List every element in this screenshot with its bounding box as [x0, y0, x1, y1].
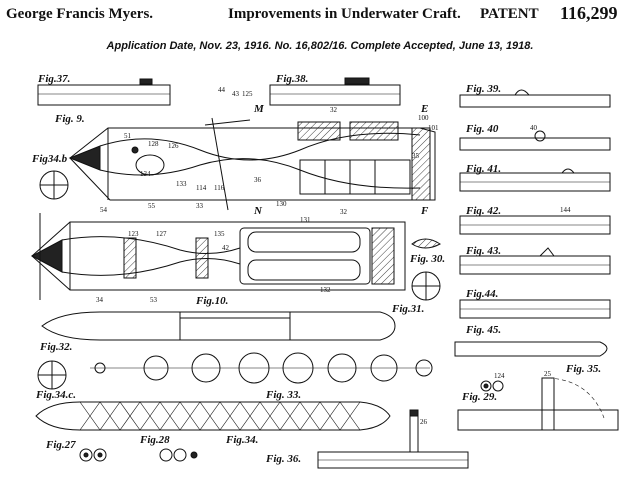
- fig41-label: Fig. 41.: [465, 163, 501, 175]
- fig28-drawing: [159, 448, 198, 462]
- ref-numeral: 34: [96, 296, 104, 304]
- ref-numeral: 114: [196, 184, 207, 192]
- fig36-drawing: [317, 409, 469, 469]
- ref-numeral: 135: [214, 230, 225, 238]
- fig30-drawing: [411, 238, 441, 249]
- fig44-drawing: [459, 299, 611, 319]
- patent-number: 116,299: [560, 3, 618, 23]
- fig31-drawing: [411, 271, 441, 301]
- fig40-label: Fig. 40: [465, 123, 499, 135]
- section-letter-m: M: [253, 103, 265, 115]
- section-letter-f: F: [420, 205, 429, 217]
- fig29-drawing: [480, 380, 504, 392]
- ref-numeral: 44: [218, 86, 226, 94]
- ref-numeral: 128: [148, 140, 159, 148]
- ref-numeral: 100: [418, 114, 429, 122]
- ref-numeral: 33: [196, 202, 204, 210]
- fig40-drawing: [459, 130, 611, 151]
- inventor-name: George Francis Myers.: [6, 6, 154, 22]
- fig45-drawing: [454, 341, 608, 357]
- ref-numeral: 116: [214, 184, 225, 192]
- ref-numeral: 131: [300, 216, 311, 224]
- ref-numeral: 25: [544, 370, 552, 378]
- fig42-label: Fig. 42.: [465, 205, 501, 217]
- fig45-label: Fig. 45.: [465, 324, 501, 336]
- fig37-label: Fig.37.: [37, 73, 70, 85]
- fig33-drawing: [90, 352, 433, 384]
- fig39-label: Fig. 39.: [465, 83, 501, 95]
- fig38-drawing: [269, 77, 401, 106]
- fig9-drawing: [68, 117, 436, 211]
- ref-numeral: 36: [254, 176, 262, 184]
- ref-numeral: 101: [428, 124, 439, 132]
- fig36-label: Fig. 36.: [265, 453, 301, 465]
- fig34c-drawing: [35, 401, 391, 431]
- fig10-label: Fig.10.: [195, 295, 228, 307]
- fig34b-drawing: [39, 170, 69, 200]
- ref-numeral: 130: [276, 200, 287, 208]
- ref-numeral: 32: [340, 208, 348, 216]
- ref-numeral: 43: [232, 90, 240, 98]
- fig37-drawing: [37, 78, 171, 106]
- fig43-drawing: [459, 247, 611, 275]
- fig34b-label: Fig34.b: [31, 153, 68, 165]
- ref-numeral: 132: [320, 286, 331, 294]
- fig27-label: Fig.27: [45, 439, 76, 451]
- ref-numeral: 51: [124, 132, 132, 140]
- fig29-label: Fig. 29.: [461, 391, 497, 403]
- fig42-drawing: [459, 215, 611, 235]
- plan-view-drawing: [30, 213, 406, 300]
- fig43-label: Fig. 43.: [465, 245, 501, 257]
- ref-numeral: 127: [156, 230, 167, 238]
- section-letter-n: N: [253, 205, 263, 217]
- ref-numeral: 40: [530, 124, 538, 132]
- fig32-drawing: [37, 360, 67, 390]
- fig28-label: Fig.28: [139, 434, 170, 446]
- fig30-label: Fig. 30.: [409, 253, 445, 265]
- ref-numeral: 144: [560, 206, 571, 214]
- fig9-label: Fig. 9.: [54, 113, 85, 125]
- ref-numeral: 53: [150, 296, 158, 304]
- fig27-drawing: [79, 448, 107, 462]
- ref-numeral: 123: [128, 230, 139, 238]
- patent-label: PATENT: [480, 6, 539, 22]
- ref-numeral: 126: [168, 142, 179, 150]
- fig32-label: Fig.32.: [39, 341, 72, 353]
- fig38-label: Fig.38.: [275, 73, 308, 85]
- ref-numeral: 133: [176, 180, 187, 188]
- fig44-label: Fig.44.: [465, 288, 498, 300]
- fig34-label: Fig.34.: [225, 434, 258, 446]
- fig41-drawing: [459, 168, 611, 192]
- ref-numeral: 26: [420, 418, 428, 426]
- application-info: Application Date, Nov. 23, 1916. No. 16,…: [106, 40, 534, 52]
- section-letter-e: E: [420, 103, 428, 115]
- fig10-drawing: [41, 311, 396, 341]
- ref-numeral: 54: [100, 206, 108, 214]
- fig33-label: Fig. 33.: [265, 389, 301, 401]
- ref-numeral: 125: [242, 90, 253, 98]
- fig34c-label: Fig.34.c.: [35, 389, 76, 401]
- fig31-label: Fig.31.: [391, 303, 424, 315]
- patent-title: Improvements in Underwater Craft.: [228, 6, 461, 22]
- fig35-drawing: [457, 377, 619, 431]
- fig39-drawing: [459, 89, 611, 108]
- ref-numeral: 32: [330, 106, 338, 114]
- fig35-label: Fig. 35.: [565, 363, 601, 375]
- ref-numeral: 124: [494, 372, 505, 380]
- ref-numeral: 134: [140, 170, 151, 178]
- ref-numeral: 35: [412, 152, 420, 160]
- ref-numeral: 55: [148, 202, 156, 210]
- ref-numeral: 42: [222, 244, 230, 252]
